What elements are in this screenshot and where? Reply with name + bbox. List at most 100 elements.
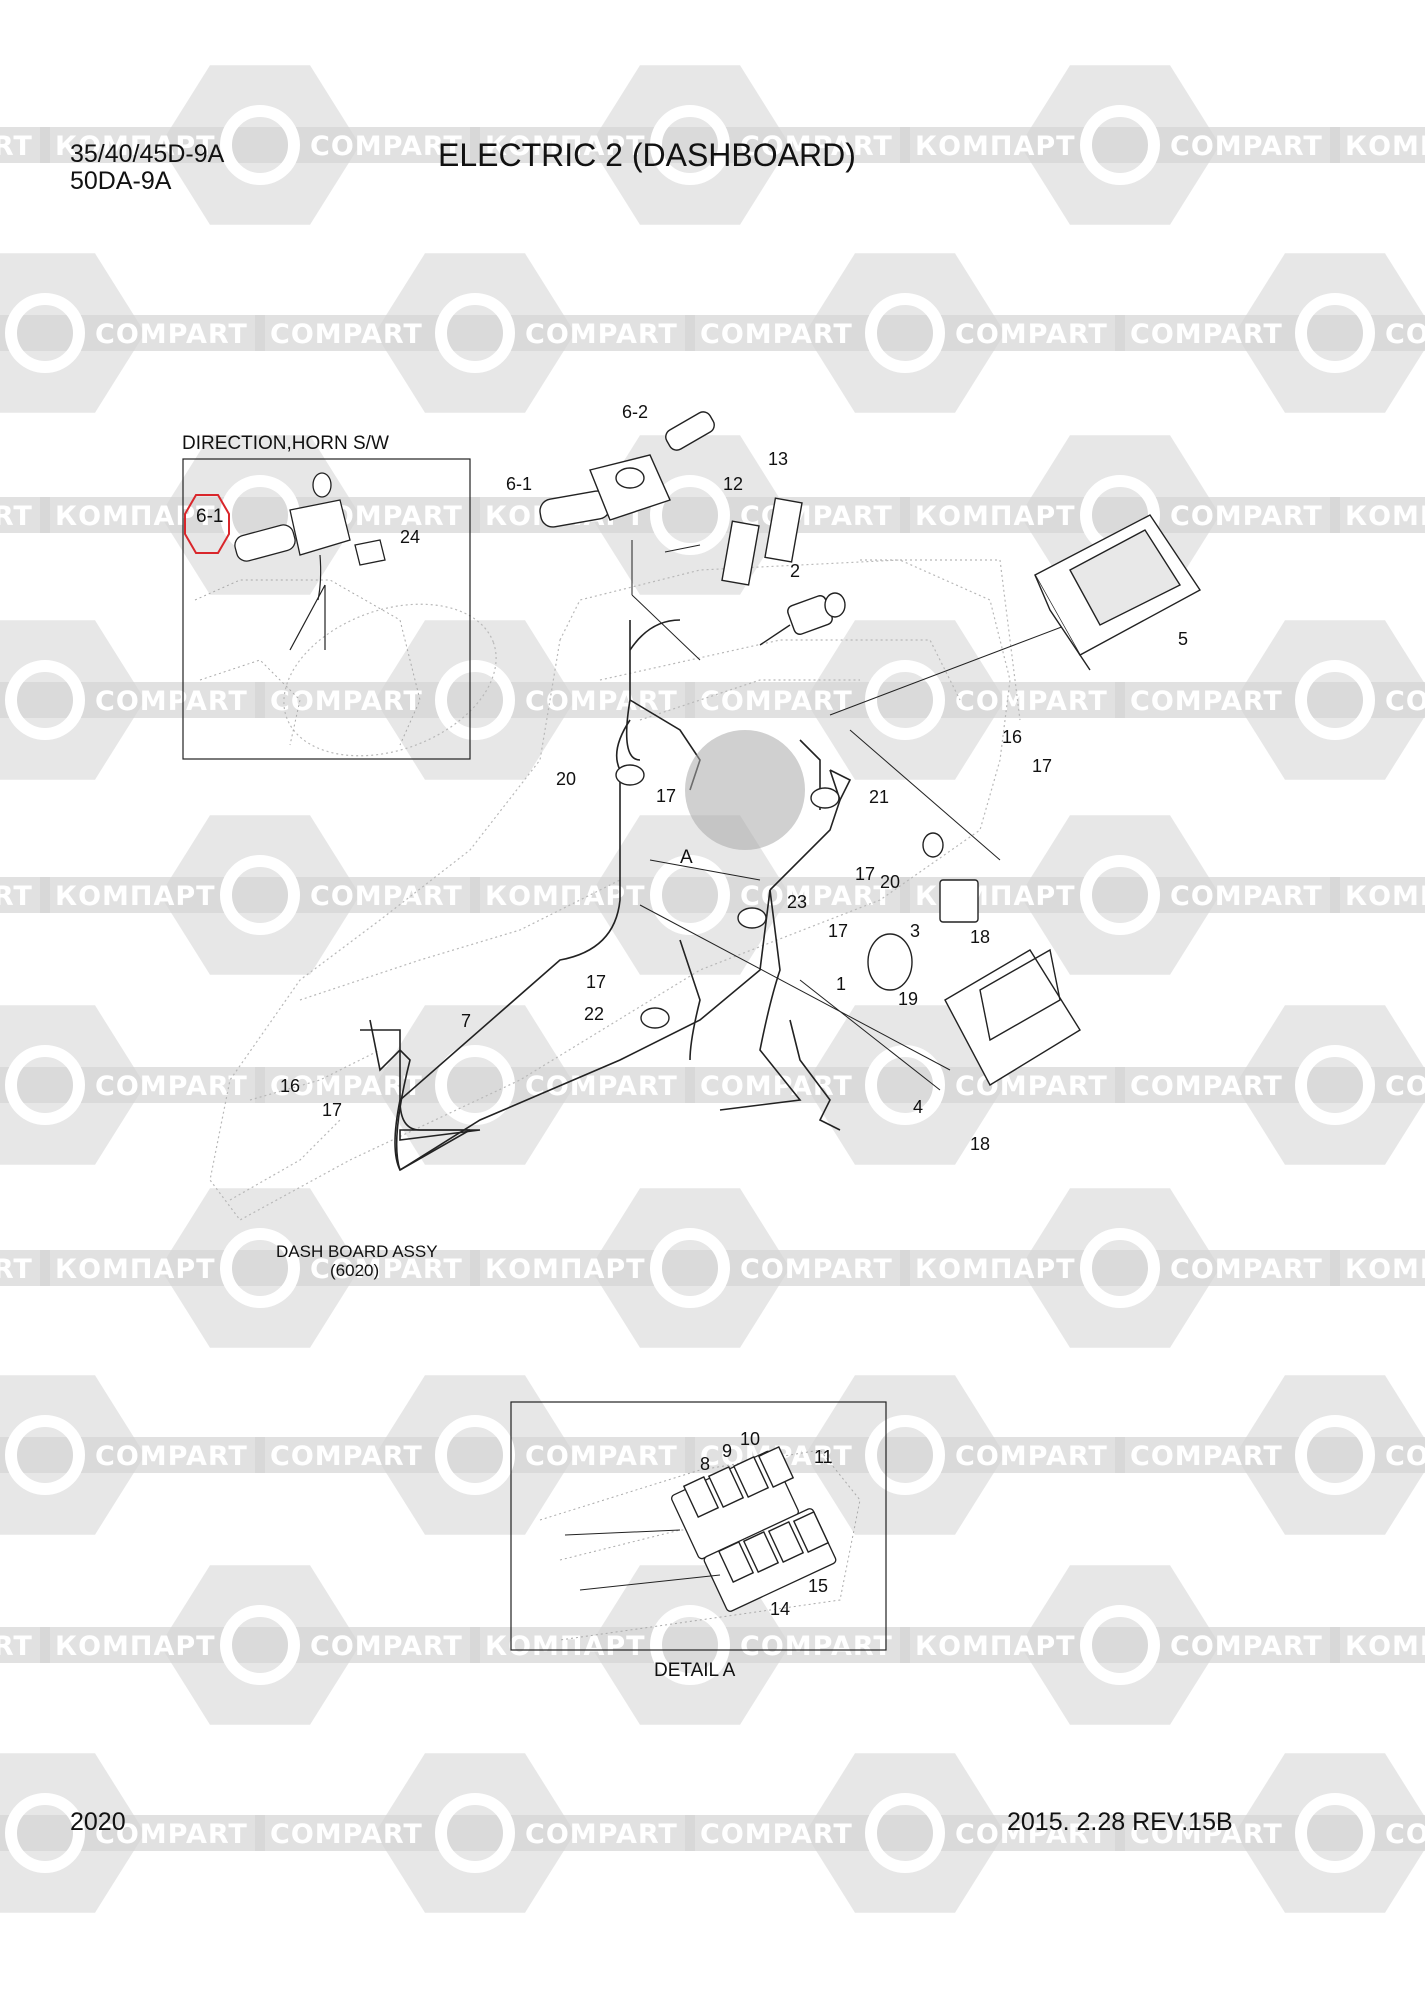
watermark-band <box>0 1815 265 1851</box>
watermark-text: COMPART <box>1385 686 1425 717</box>
dash-assy-label: DASH BOARD ASSY <box>276 1242 438 1261</box>
watermark-text: COMPART <box>525 1819 678 1850</box>
components <box>539 411 1202 1583</box>
watermark-text: COMPART <box>95 1071 248 1102</box>
watermark-band <box>900 1250 1340 1286</box>
watermark-text: КОМПАРТ <box>1345 881 1425 912</box>
watermark-text: КОМПАРТ <box>1345 1631 1425 1662</box>
watermark-text: КОМПАРТ <box>485 131 646 162</box>
part-callout: 20 <box>880 872 900 892</box>
watermark-text: COMPART <box>525 1441 678 1472</box>
watermark-text: COMPART <box>1385 1441 1425 1472</box>
watermark-text: COMPART <box>955 1441 1108 1472</box>
watermark-ring <box>220 1605 300 1685</box>
watermark-ring <box>650 1228 730 1308</box>
watermark-text: COMPART <box>270 1819 423 1850</box>
watermark-text: COMPART <box>740 881 893 912</box>
watermark-text: COMPART <box>0 1254 33 1285</box>
watermark-ring <box>435 660 515 740</box>
watermark-ring <box>5 660 85 740</box>
part-callout: 9 <box>722 1441 732 1461</box>
watermark-text: КОМПАРТ <box>915 1254 1076 1285</box>
clamp-20-lower <box>922 832 944 858</box>
watermark-text: COMPART <box>1130 1071 1283 1102</box>
horn <box>867 933 913 991</box>
part-callout: 24 <box>400 527 420 547</box>
watermark-band <box>255 1815 695 1851</box>
watermark-band <box>1330 1250 1425 1286</box>
watermark-band <box>470 1250 910 1286</box>
highlight-label: 6-1 <box>196 506 224 527</box>
watermark-text: COMPART <box>1385 1071 1425 1102</box>
watermark-text: КОМПАРТ <box>485 881 646 912</box>
watermark-ring <box>1080 1228 1160 1308</box>
watermark-ring <box>650 1605 730 1685</box>
multi-function-switch <box>539 411 715 528</box>
watermark-band <box>40 497 480 533</box>
watermark-text: КОМПАРТ <box>915 131 1076 162</box>
watermark-ring <box>435 1793 515 1873</box>
watermark-text: COMPART <box>1130 319 1283 350</box>
watermark-band <box>900 497 1340 533</box>
watermark-ring <box>220 1228 300 1308</box>
part-callout: 22 <box>584 1004 604 1024</box>
watermark-text: COMPART <box>525 1071 678 1102</box>
part-callout: 18 <box>970 927 990 947</box>
watermark-text: COMPART <box>525 319 678 350</box>
watermark-band <box>470 877 910 913</box>
part-callout: 4 <box>913 1097 923 1117</box>
watermark-band <box>255 315 695 351</box>
watermark-ring <box>1295 1045 1375 1125</box>
watermark-text: COMPART <box>1170 501 1323 532</box>
watermark-text: КОМПАРТ <box>915 881 1076 912</box>
part-callout: 7 <box>461 1011 471 1031</box>
watermark-band <box>0 682 265 718</box>
watermark-band <box>40 1627 480 1663</box>
watermark-band <box>255 1437 695 1473</box>
watermark-text: COMPART <box>700 1819 853 1850</box>
watermark-ring <box>865 1415 945 1495</box>
watermark-text: COMPART <box>0 881 33 912</box>
watermark-ring <box>650 855 730 935</box>
watermark-layer: КОМПАРТ COMPART КОМПАРТ COMPART КОМПАРТ COMPA… <box>0 65 1425 1913</box>
watermark-band <box>0 315 265 351</box>
watermark-ring <box>865 293 945 373</box>
watermark-text: COMPART <box>1130 1819 1283 1850</box>
watermark-ring <box>435 293 515 373</box>
part-callout: 17 <box>855 864 875 884</box>
watermark-text: COMPART <box>700 1071 853 1102</box>
watermark-band <box>0 1437 265 1473</box>
watermark-text: COMPART <box>955 1071 1108 1102</box>
wire-harness <box>360 619 852 1172</box>
clamp-23 <box>737 907 767 929</box>
inset-title: DIRECTION,HORN S/W <box>182 433 389 454</box>
watermark-text: COMPART <box>955 319 1108 350</box>
watermark-text: COMPART <box>1170 881 1323 912</box>
revision-date: 2015. 2.28 REV.15B <box>1007 1808 1233 1836</box>
watermark-ring <box>650 475 730 555</box>
part-callout: 11 <box>814 1447 833 1467</box>
watermark-text: COMPART <box>1170 1254 1323 1285</box>
watermark-text: COMPART <box>95 686 248 717</box>
relay <box>939 879 979 923</box>
detail-a-callout-circle <box>685 730 805 850</box>
watermark-text: COMPART <box>1130 686 1283 717</box>
watermark-band <box>685 1067 1125 1103</box>
watermark-band <box>0 1067 265 1103</box>
key-switch <box>759 592 846 646</box>
watermark-ring <box>865 1793 945 1873</box>
detail-a-reference: A <box>680 847 693 868</box>
watermark-text: COMPART <box>740 131 893 162</box>
watermark-band <box>40 1250 480 1286</box>
switch-cover-12 <box>721 520 760 586</box>
watermark-text: COMPART <box>0 131 33 162</box>
watermark-ring <box>1080 1605 1160 1685</box>
watermark-ring <box>5 293 85 373</box>
watermark-text: COMPART <box>1385 319 1425 350</box>
watermark-text: COMPART <box>0 1631 33 1662</box>
watermark-ring <box>865 1045 945 1125</box>
part-callout: 17 <box>586 972 606 992</box>
model-line-1: 35/40/45D-9A <box>70 140 225 168</box>
watermark-band <box>255 1067 695 1103</box>
watermark-text: COMPART <box>525 686 678 717</box>
